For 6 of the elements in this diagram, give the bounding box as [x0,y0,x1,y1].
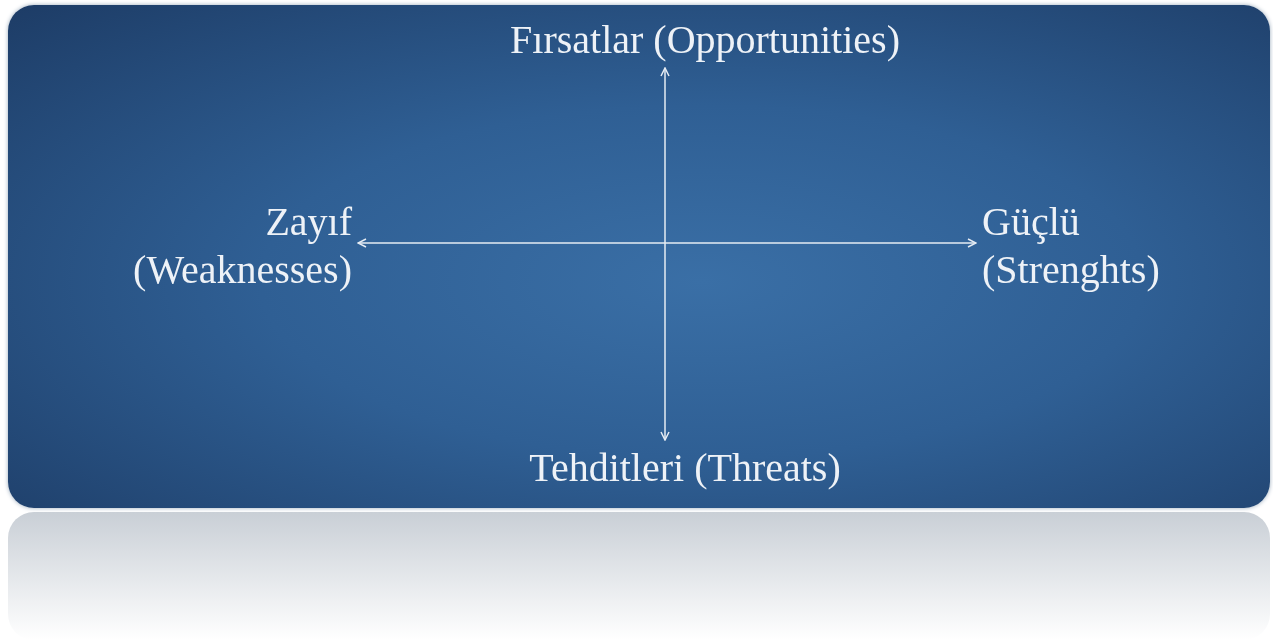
quadrant-label: Tehditleri (Threats) [455,444,915,492]
double-arrow [357,238,977,248]
quadrant-label: Zayıf (Weaknesses) [92,198,352,294]
quadrant-label: Güçlü (Strenghts) [982,198,1252,294]
quadrant-label: Fırsatlar (Opportunities) [430,16,980,64]
double-arrow [660,67,670,441]
